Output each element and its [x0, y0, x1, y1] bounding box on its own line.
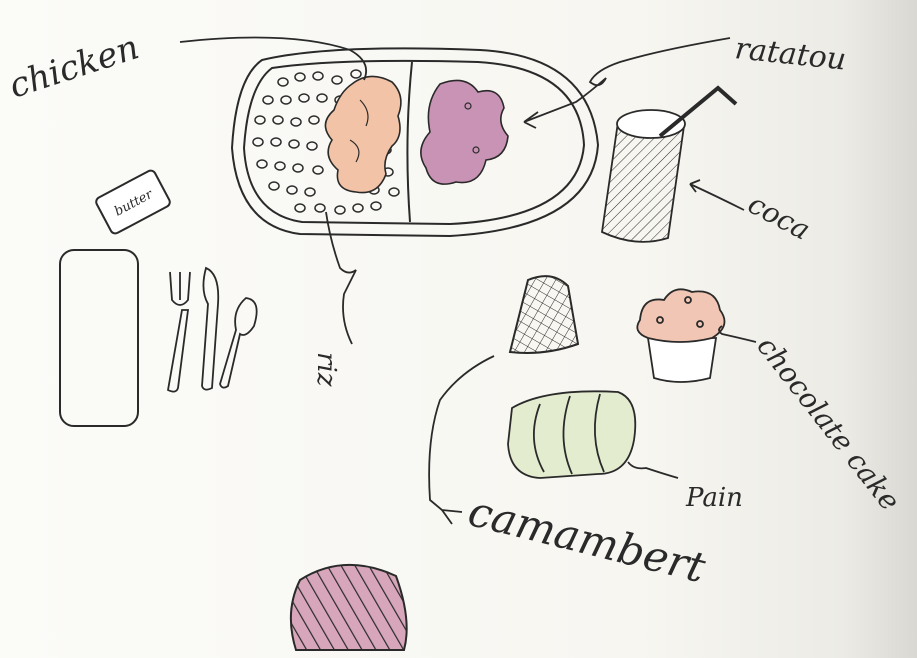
label-chicken: chicken	[4, 27, 143, 106]
ratatouille-icon	[421, 80, 508, 184]
cup-with-straw-icon	[602, 88, 736, 242]
label-camembert: camambert	[464, 486, 711, 592]
camembert-wedge-icon	[291, 565, 407, 650]
muffin-icon	[637, 289, 724, 382]
bread-roll-icon	[508, 391, 635, 478]
label-coca: coca	[743, 187, 816, 247]
label-rice: riz	[311, 352, 341, 387]
napkin-icon	[60, 250, 138, 426]
cheese-wedge-icon	[510, 276, 578, 353]
label-bread: Pain	[685, 483, 743, 513]
knife-icon	[202, 268, 218, 390]
tray-icon	[232, 48, 598, 236]
label-chocolate-cake: chocolate cake	[750, 330, 906, 517]
butter-pack-icon: butter	[94, 169, 171, 235]
spoon-icon	[220, 298, 257, 388]
label-ratatouille: ratatou	[733, 31, 848, 77]
fork-icon	[168, 272, 190, 392]
